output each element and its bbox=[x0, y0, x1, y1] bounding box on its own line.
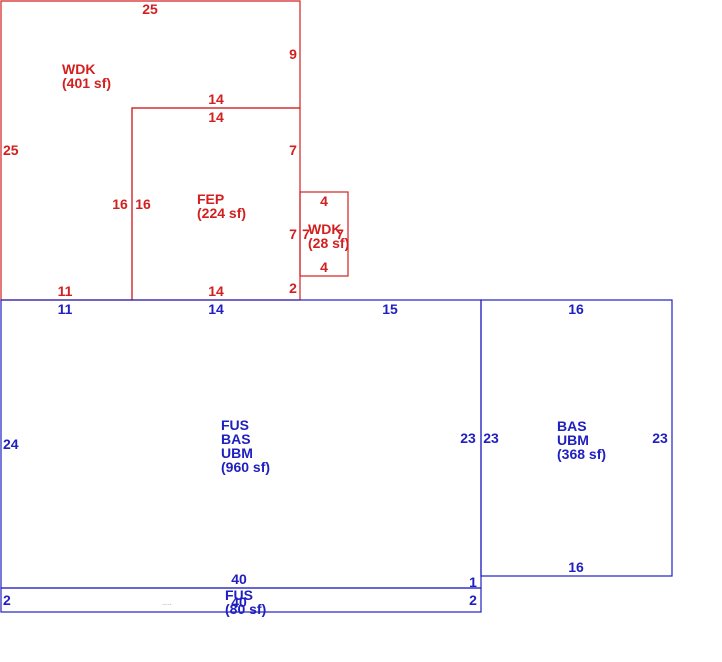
wdk-small-area: (28 sf) bbox=[308, 235, 349, 251]
fus-strip-name: FUS bbox=[225, 587, 253, 603]
fus-main-line-1: FUS bbox=[221, 417, 249, 433]
wdk-large-dim-right: 9 bbox=[289, 46, 297, 62]
fep-dim-left-inner: 16 bbox=[135, 196, 151, 212]
fep-dim-top: 14 bbox=[208, 109, 224, 125]
wdk-small-dim-left-inner: 7 bbox=[302, 226, 310, 242]
fus-main-dim-right: 23 bbox=[460, 430, 476, 446]
fus-main-dim-step: 1 bbox=[469, 574, 477, 590]
wdk-large-dim-top: 25 bbox=[142, 1, 158, 17]
bas-ubm-line-2: UBM bbox=[557, 432, 589, 448]
wdk-small-dim-top: 4 bbox=[320, 193, 328, 209]
wdk-large-dim-notch: 14 bbox=[208, 91, 224, 107]
fus-main-line-2: BAS bbox=[221, 431, 251, 447]
fep-name: FEP bbox=[197, 191, 224, 207]
fus-main-line-3: UBM bbox=[221, 445, 253, 461]
wdk-small-dim-gap: 2 bbox=[289, 280, 297, 296]
fep-dim-right: 7 bbox=[289, 142, 297, 158]
wdk-large-dim-left: 25 bbox=[3, 142, 19, 158]
fus-strip-area: (80 sf) bbox=[225, 601, 266, 617]
wdk-small-outline bbox=[299, 191, 349, 277]
fep-area: (224 sf) bbox=[197, 205, 246, 221]
lower-area-group bbox=[0, 299, 673, 613]
wdk-small-dim-left: 7 bbox=[289, 226, 297, 242]
fus-main-area: (960 sf) bbox=[221, 459, 270, 475]
wdk-small-name: WDK bbox=[308, 221, 341, 237]
fus-main-dim-left: 24 bbox=[3, 436, 19, 452]
fus-strip-dim-left: 2 bbox=[3, 592, 11, 608]
fus-strip-dim-right: 2 bbox=[469, 592, 477, 608]
fus-main-dim-top-left: 11 bbox=[58, 301, 73, 317]
fus-main-dim-bottom: 40 bbox=[231, 571, 247, 587]
bas-ubm-outline bbox=[480, 299, 673, 577]
fus-strip-outline bbox=[0, 587, 482, 613]
bas-ubm-dim-bottom: 16 bbox=[568, 559, 584, 575]
faint-mark: ..... bbox=[162, 600, 172, 607]
bas-ubm-dim-left: 23 bbox=[483, 430, 499, 446]
wdk-small-dim-bottom: 4 bbox=[320, 259, 328, 275]
fus-main-dim-top-right: 15 bbox=[382, 301, 398, 317]
bas-ubm-dim-right: 23 bbox=[652, 430, 668, 446]
wdk-large-outline bbox=[0, 0, 301, 301]
fep-dim-bottom: 14 bbox=[208, 283, 224, 299]
bas-ubm-area: (368 sf) bbox=[557, 446, 606, 462]
wdk-small-dim-right: 7 bbox=[336, 226, 344, 242]
fep-dim-left-outer: 16 bbox=[112, 196, 128, 212]
fus-strip-dim-bottom: 40 bbox=[231, 594, 247, 610]
wdk-large-dim-bottom: 11 bbox=[58, 283, 73, 299]
bas-ubm-line-1: BAS bbox=[557, 418, 587, 434]
bas-ubm-dim-top: 16 bbox=[568, 301, 584, 317]
wdk-large-name: WDK bbox=[62, 61, 95, 77]
fus-main-dim-top-mid: 14 bbox=[208, 301, 224, 317]
wdk-large-area: (401 sf) bbox=[62, 75, 111, 91]
